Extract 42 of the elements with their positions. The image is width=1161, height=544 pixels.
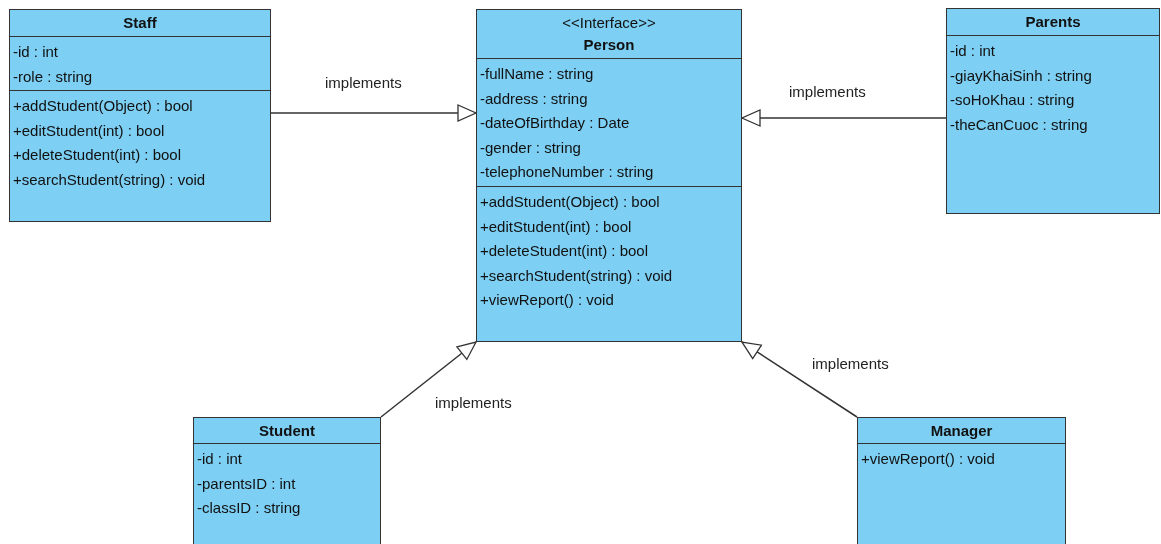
member-text: +deleteStudent(int) : bool <box>480 241 650 261</box>
member-text: -id : int <box>13 42 59 62</box>
edge-label: implements <box>788 83 867 101</box>
member-text: -classID : string <box>197 498 302 518</box>
member-text: +addStudent(Object) : bool <box>13 96 194 116</box>
edge-label: implements <box>324 74 403 92</box>
class-name: Parents <box>1025 12 1081 32</box>
member-text: -fullName : string <box>480 64 595 84</box>
member-text: -gender : string <box>480 137 582 158</box>
member-text: -role : string <box>13 66 94 87</box>
realization-arrow <box>741 109 947 127</box>
member-text: -telephoneNumber : string <box>480 162 655 182</box>
stereotype-text: <<Interface>> <box>562 13 656 33</box>
member-text: +addStudent(Object) : bool <box>480 192 661 212</box>
realization-arrow <box>270 104 477 122</box>
member-text: -theCanCuoc : string <box>950 114 1089 135</box>
member-text: +deleteStudent(int) : bool <box>13 145 183 165</box>
member-text: -dateOfBirthday : Date <box>480 113 631 133</box>
member-text: +searchStudent(string) : void <box>480 265 674 286</box>
class-box <box>193 417 381 544</box>
member-text: -parentsID : int <box>197 473 297 494</box>
member-text: -giayKhaiSinh : string <box>950 65 1093 86</box>
realization-arrow <box>380 341 477 418</box>
member-text: +editStudent(int) : bool <box>13 120 166 141</box>
class-box <box>857 417 1066 544</box>
member-text: +editStudent(int) : bool <box>480 216 633 237</box>
class-box <box>9 9 271 222</box>
member-text: -id : int <box>950 41 996 61</box>
member-text: +searchStudent(string) : void <box>13 169 207 190</box>
class-name: Student <box>259 420 315 441</box>
edge-label: implements <box>811 355 890 373</box>
realization-arrow <box>741 341 858 418</box>
class-box <box>476 9 742 342</box>
member-text: -id : int <box>197 449 243 469</box>
class-name: Person <box>583 35 635 55</box>
class-name: Staff <box>123 13 157 33</box>
edge-label: implements <box>434 394 513 412</box>
member-text: +viewReport() : void <box>861 449 996 469</box>
member-text: +viewReport() : void <box>480 290 615 310</box>
member-text: -soHoKhau : string <box>950 90 1076 110</box>
class-name: Manager <box>930 420 993 441</box>
member-text: -address : string <box>480 88 589 109</box>
